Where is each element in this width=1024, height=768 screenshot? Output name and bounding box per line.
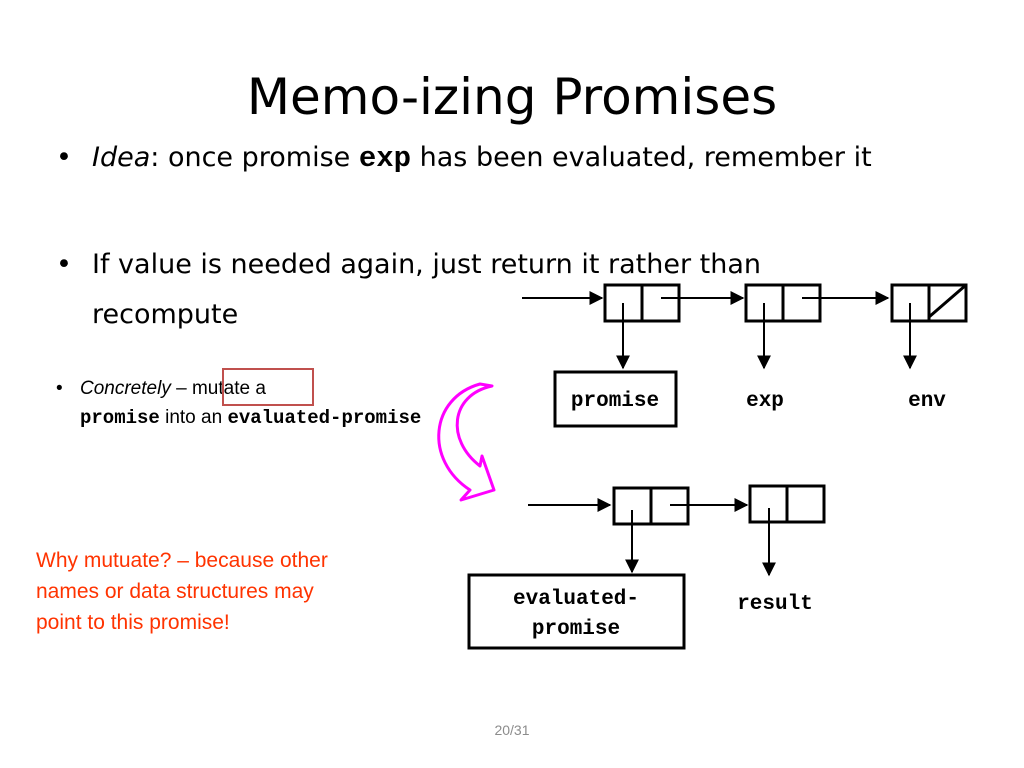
code-promise: promise xyxy=(80,407,160,429)
result-label: result xyxy=(737,593,813,616)
mutate-word: mutate xyxy=(191,378,251,399)
bullet-dot: • xyxy=(56,378,63,399)
why-mutate-note: Why mutuate? – because other names or da… xyxy=(36,549,328,634)
code-evaluated-promise: evaluated-promise xyxy=(227,407,422,429)
bullet-idea: • Idea: once promise exp has been evalua… xyxy=(56,133,896,233)
env-label: env xyxy=(908,390,946,413)
evaluated-promise-tag-box xyxy=(467,573,686,650)
evaluated-tag-line1: evaluated- xyxy=(513,588,639,611)
bullet-text: If value is needed again, just return it… xyxy=(92,249,762,330)
code-exp: exp xyxy=(358,142,412,175)
promise-tag-box xyxy=(553,370,678,428)
page-number: 20/31 xyxy=(494,722,530,738)
text-b: into an xyxy=(159,407,228,428)
text-a: a xyxy=(250,378,266,399)
idea-label: Idea xyxy=(92,142,151,173)
bullet-text: Idea: once promise exp has been evaluate… xyxy=(92,133,892,184)
bullet-text: Concretely – mutate a promise into an ev… xyxy=(80,374,460,433)
exp-label: exp xyxy=(746,390,784,413)
slide-title: Memo-izing Promises xyxy=(246,68,778,126)
evaluated-tag-line2: promise xyxy=(532,618,620,641)
transform-arrow-icon xyxy=(437,382,496,502)
idea-text-b: has been evaluated, remember it xyxy=(411,142,872,173)
bullet-dot: • xyxy=(56,249,72,280)
nil-slash xyxy=(928,283,967,319)
concretely-label: Concretely xyxy=(80,378,171,399)
mutate-highlight-box xyxy=(222,368,314,406)
bullet-dot: • xyxy=(56,142,72,173)
bullet-recompute: • If value is needed again, just return … xyxy=(56,240,896,340)
dash: – xyxy=(170,378,192,399)
promise-tag-label: promise xyxy=(571,390,659,413)
idea-text-a: : once promise xyxy=(150,142,359,173)
